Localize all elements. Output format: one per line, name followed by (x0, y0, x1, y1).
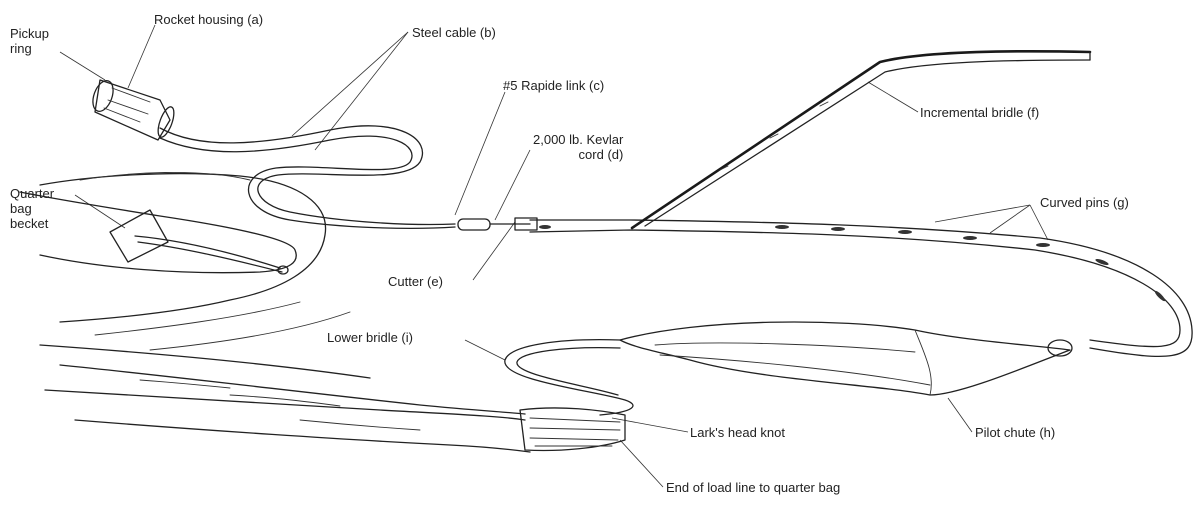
label-kevlar-cord-line-1: 2,000 lb. Kevlar (533, 132, 623, 147)
lower-bridle (505, 340, 633, 415)
label-curved-pins: Curved pins (g) (1040, 195, 1129, 210)
pilot-chute (620, 322, 1072, 395)
leader-pickup-ring (60, 52, 105, 80)
label-lower-bridle: Lower bridle (i) (327, 330, 413, 345)
rapide-link-shape (458, 219, 490, 230)
main-bridle (530, 220, 1192, 356)
curved-pin (539, 225, 551, 229)
deployment-bag (40, 345, 530, 452)
incremental-bridle (632, 51, 1090, 228)
label-kevlar-cord-line-2: cord (d) (533, 147, 623, 162)
label-quarter-bag-becket: Quarter bag becket (10, 186, 54, 231)
incremental-bridle-outer (632, 51, 1090, 228)
bag-edge-2 (60, 365, 525, 414)
lower-bridle-upper (505, 340, 633, 415)
pickup-ring-shape (89, 78, 117, 114)
leader-rapide-link (455, 92, 505, 215)
steel-cable-inner (160, 136, 455, 228)
bridle-upper-edge (530, 220, 1192, 356)
curved-pin (1036, 243, 1050, 247)
label-pickup-ring-line-1: Pickup (10, 26, 49, 41)
label-becket-line-2: bag (10, 201, 54, 216)
rapide-link (458, 219, 490, 230)
housing-shading (104, 88, 150, 122)
leader-larks-head (612, 418, 688, 432)
curved-pin (775, 225, 789, 229)
label-larks-head-knot: Lark's head knot (690, 425, 785, 440)
label-pickup-ring: Pickup ring (10, 26, 49, 56)
steel-cable-outer (160, 126, 455, 225)
leader-steel-cable-2 (315, 32, 408, 150)
container-fold-outline (40, 174, 326, 322)
curved-pin (963, 236, 977, 240)
leader-steel-cable-1 (292, 32, 408, 136)
leader-pilot-chute (948, 398, 972, 432)
label-rocket-housing: Rocket housing (a) (154, 12, 263, 27)
incremental-bridle-inner (645, 60, 1090, 226)
larks-head-knot-wraps (530, 418, 620, 446)
pilot-chute-body (620, 322, 1070, 395)
leader-curved-pins-2 (990, 205, 1030, 233)
label-kevlar-cord: 2,000 lb. Kevlar cord (d) (533, 132, 623, 162)
bag-folds (140, 380, 420, 430)
bag-edge-3 (75, 420, 530, 452)
curved-pin (831, 227, 845, 231)
label-rapide-link: #5 Rapide link (c) (503, 78, 604, 93)
leader-curved-pins-1 (935, 205, 1030, 222)
curved-pin (898, 230, 912, 234)
becket-loop-upper (135, 236, 280, 268)
leader-incremental-bridle (868, 82, 918, 112)
leader-curved-pins-3 (1030, 205, 1048, 240)
label-pilot-chute: Pilot chute (h) (975, 425, 1055, 440)
label-incremental-bridle: Incremental bridle (f) (920, 105, 1039, 120)
curved-pins (539, 225, 1166, 302)
bag-edge-1 (45, 390, 525, 420)
label-becket-line-1: Quarter (10, 186, 54, 201)
leader-load-line (620, 440, 663, 487)
leader-rocket-housing (128, 25, 155, 88)
leader-kevlar-cord (495, 150, 530, 220)
becket-loop-end (278, 266, 288, 274)
leader-becket (75, 195, 125, 228)
steel-cable (160, 126, 455, 228)
label-cutter: Cutter (e) (388, 274, 443, 289)
leader-cutter (473, 222, 515, 280)
label-pickup-ring-line-2: ring (10, 41, 49, 56)
leader-lines (60, 25, 1048, 487)
label-load-line-end: End of load line to quarter bag (666, 480, 840, 495)
quarter-bag-becket (110, 210, 288, 274)
bag-edge-4 (40, 345, 370, 378)
bridle-lower-edge (530, 230, 1180, 347)
label-becket-line-3: becket (10, 216, 54, 231)
leader-lower-bridle (465, 340, 505, 360)
label-steel-cable: Steel cable (b) (412, 25, 496, 40)
container-flap (20, 172, 350, 350)
pilot-chute-folds (655, 330, 931, 395)
curved-pin (1154, 290, 1167, 303)
